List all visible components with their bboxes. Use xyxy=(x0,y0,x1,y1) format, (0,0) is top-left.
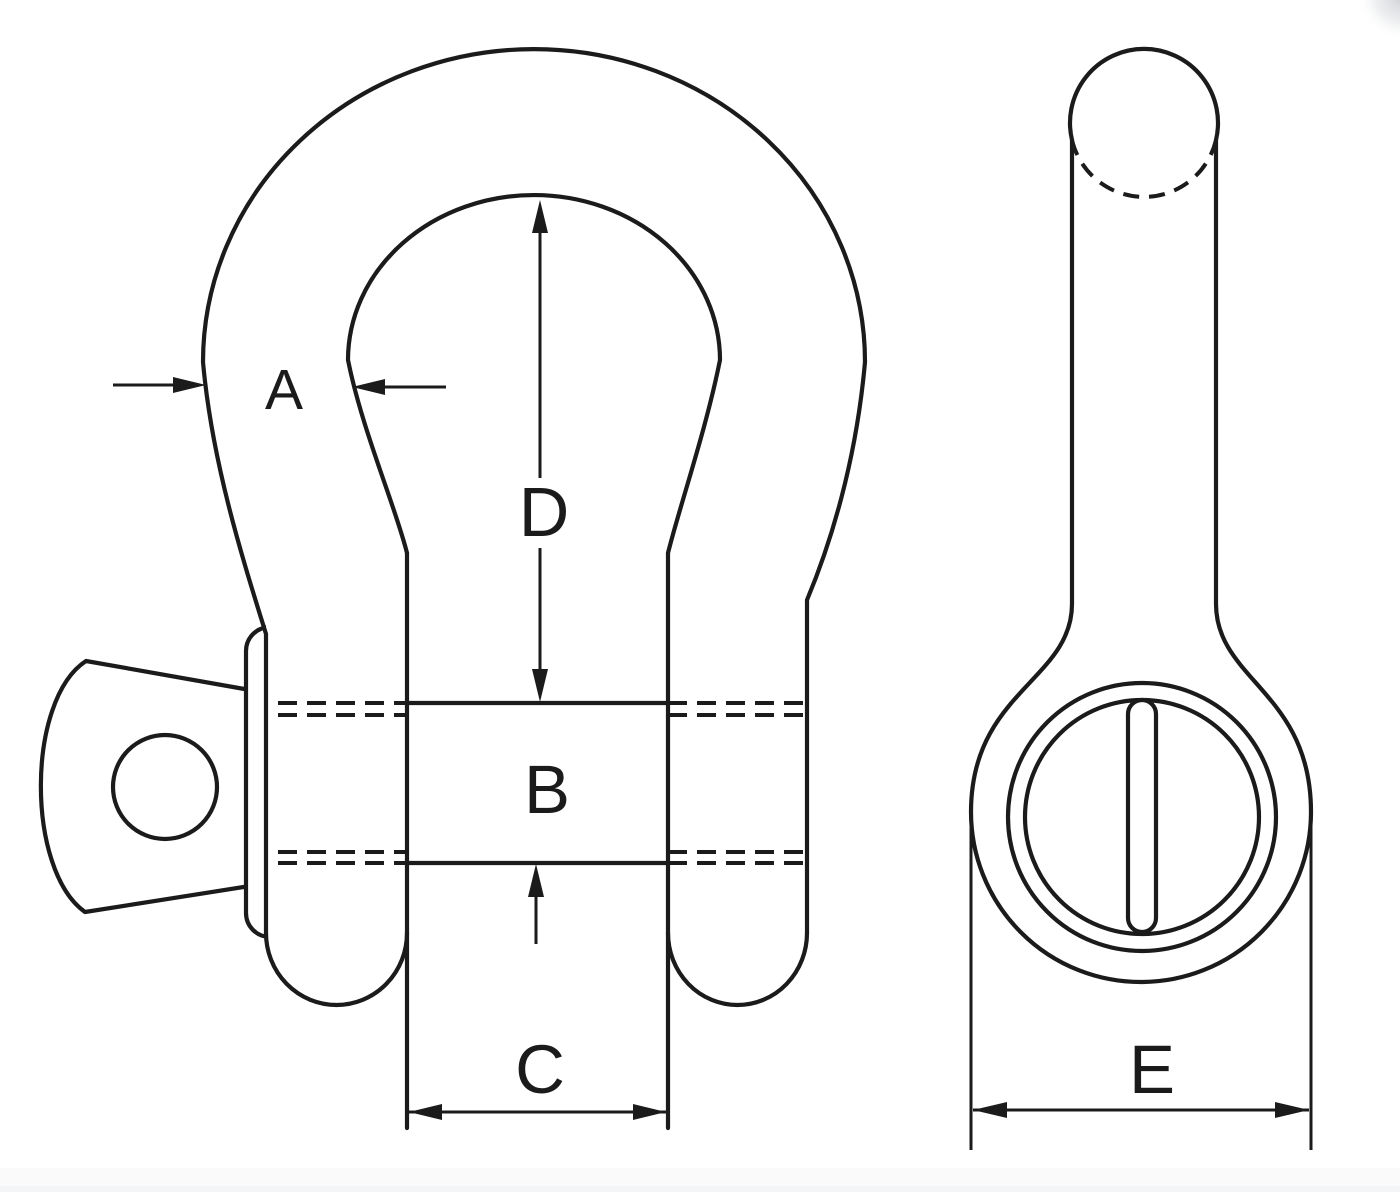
side-view-drawing xyxy=(968,46,1314,985)
b-lower-arrowhead xyxy=(528,864,544,897)
dim-label-a: A xyxy=(265,358,303,422)
c-left-arrowhead xyxy=(409,1104,442,1120)
shank-top-hidden-arc xyxy=(1070,139,1218,199)
left-leg-mask xyxy=(266,600,408,1002)
pin-slot xyxy=(1125,697,1159,935)
dim-label-c: C xyxy=(515,1031,565,1108)
dim-label-e: E xyxy=(1129,1031,1175,1108)
pin-head-hole xyxy=(110,732,220,842)
right-leg-bottom-arc xyxy=(665,930,810,1008)
front-view-drawing xyxy=(38,46,868,1131)
side-body-outline xyxy=(968,46,1314,985)
pin-head-outer-ring xyxy=(1005,680,1279,954)
footer-strip-lower xyxy=(0,1186,1400,1192)
bow-outer-contour xyxy=(200,46,868,936)
d-top-arrowhead xyxy=(532,200,548,233)
corner-shadow-artifact xyxy=(1356,0,1400,42)
dimension-annotations-front: A D B C xyxy=(113,200,666,1120)
c-right-arrowhead xyxy=(633,1104,666,1120)
a-inner-arrowhead xyxy=(352,379,385,395)
d-bottom-arrowhead xyxy=(532,669,548,702)
e-left-arrowhead xyxy=(973,1102,1007,1118)
left-leg-bottom-arc xyxy=(263,930,410,1008)
e-right-arrowhead xyxy=(1275,1102,1309,1118)
bow-inner-contour xyxy=(345,192,723,556)
dim-label-b: B xyxy=(524,751,570,828)
dim-label-d: D xyxy=(519,473,570,551)
dimension-annotations-side: E xyxy=(969,820,1313,1150)
a-outer-arrowhead xyxy=(173,377,206,393)
